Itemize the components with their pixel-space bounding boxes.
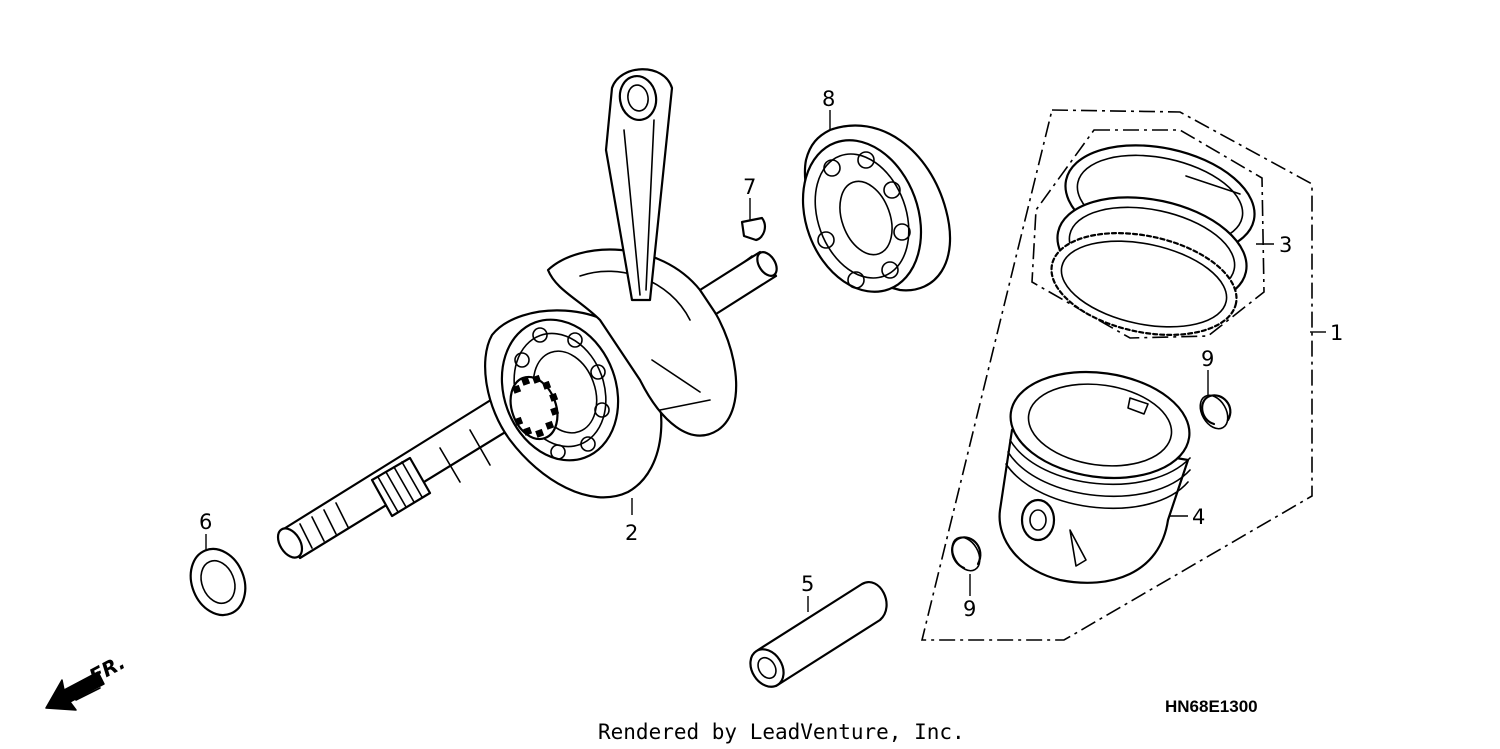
part-9-clip-lower[interactable] xyxy=(947,532,986,575)
part-6-washer[interactable] xyxy=(181,541,255,624)
callout-2: 2 xyxy=(625,521,638,545)
part-5-piston-pin[interactable] xyxy=(744,581,888,693)
callout-8: 8 xyxy=(822,87,835,111)
diagram-code: HN68E1300 xyxy=(1165,697,1258,716)
callout-7: 7 xyxy=(743,175,756,199)
render-credit: Rendered by LeadVenture, Inc. xyxy=(598,720,965,744)
callout-5: 5 xyxy=(801,572,814,596)
part-9-clip-upper[interactable] xyxy=(1195,390,1234,433)
part-2-crankshaft[interactable] xyxy=(273,68,781,562)
callout-6: 6 xyxy=(199,510,212,534)
callout-1: 1 xyxy=(1330,321,1343,345)
callout-9-upper: 9 xyxy=(1201,347,1214,371)
callout-3: 3 xyxy=(1279,233,1292,257)
arrow-left-down-icon xyxy=(45,671,105,711)
callout-9-lower: 9 xyxy=(963,597,976,621)
part-3-piston-rings[interactable] xyxy=(1042,129,1265,350)
part-4-piston[interactable] xyxy=(998,361,1197,584)
leader-lines xyxy=(205,110,1326,612)
front-direction-indicator: FR. xyxy=(45,650,129,711)
part-1-group-outline xyxy=(920,109,1313,641)
callouts: 8 7 2 6 5 3 1 4 9 9 xyxy=(199,87,1343,621)
part-8-bearing[interactable] xyxy=(783,124,952,309)
callout-4: 4 xyxy=(1192,505,1205,529)
part-7-key[interactable] xyxy=(740,216,766,242)
